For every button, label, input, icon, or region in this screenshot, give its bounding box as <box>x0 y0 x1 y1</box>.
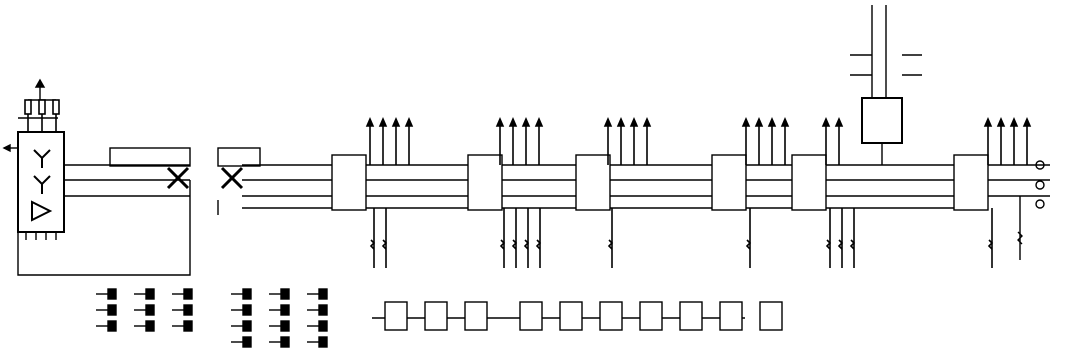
resistor-icon <box>38 99 46 115</box>
resistor-icon <box>24 99 32 115</box>
connector-icon <box>280 304 290 316</box>
connector-icon <box>242 320 252 332</box>
arrow-icon <box>404 116 414 127</box>
connector-1 <box>166 166 190 190</box>
module-box <box>679 301 703 331</box>
inductor-icon <box>381 239 388 250</box>
arrow-icon <box>629 116 639 127</box>
connector-icon <box>280 336 290 348</box>
ic-block-1 <box>331 154 367 211</box>
connector-icon <box>183 320 193 332</box>
arrow-icon <box>754 116 764 127</box>
connector-2 <box>220 166 244 190</box>
module-box <box>424 301 448 331</box>
arrow-icon <box>365 116 375 127</box>
module-box <box>719 301 743 331</box>
ic-block-3 <box>575 154 611 211</box>
module-box <box>639 301 663 331</box>
arrow-icon <box>521 116 531 127</box>
inductor-icon <box>511 239 518 250</box>
inductor-icon <box>837 239 844 250</box>
arrow-icon <box>495 116 505 127</box>
connector-icon <box>242 336 252 348</box>
arrow-icon <box>983 116 993 127</box>
connector-icon <box>107 320 117 332</box>
arrow-icon <box>642 116 652 127</box>
module-box <box>559 301 583 331</box>
module-box <box>519 301 543 331</box>
inductor-icon <box>987 239 994 250</box>
inductor-icon <box>369 239 376 250</box>
ic-block-4 <box>711 154 747 211</box>
top-resistor-stubs <box>365 116 1032 165</box>
arrow-icon <box>1022 116 1032 127</box>
inductor-icon <box>825 239 832 250</box>
connector-icon <box>242 288 252 300</box>
ic-block-6 <box>953 154 989 211</box>
arrow-icon <box>741 116 751 127</box>
arrow-icon <box>616 116 626 127</box>
arrow-icon <box>391 116 401 127</box>
connector-icon <box>318 320 328 332</box>
inductor-icon <box>607 239 614 250</box>
module-box <box>464 301 488 331</box>
arrow-icon <box>821 116 831 127</box>
bottom-resistor-stubs <box>369 208 994 268</box>
connector-icon <box>107 304 117 316</box>
inductor-icon <box>745 239 752 250</box>
inductor-icon <box>849 239 856 250</box>
input-arrow-icon <box>2 143 11 153</box>
connector-icon <box>318 288 328 300</box>
upper-module <box>861 97 903 144</box>
connector-icon <box>107 288 117 300</box>
arrow-icon <box>508 116 518 127</box>
connector-grid <box>96 288 328 348</box>
ic-block-2 <box>467 154 503 211</box>
connector-icon <box>183 304 193 316</box>
arrow-icon <box>603 116 613 127</box>
arrow-icon <box>834 116 844 127</box>
output-1 <box>1035 160 1045 170</box>
input-resistors <box>24 99 60 132</box>
amplifier-icon <box>31 200 53 222</box>
arrow-icon <box>1009 116 1019 127</box>
arrow-icon <box>996 116 1006 127</box>
feedback-loop-wire <box>17 180 191 276</box>
connector-icon <box>242 304 252 316</box>
inductor-icon <box>499 239 506 250</box>
top-arrow-icon <box>34 78 46 88</box>
output-3 <box>1035 199 1045 209</box>
arrow-icon <box>378 116 388 127</box>
resistor-icon <box>52 99 60 115</box>
connector-icon <box>318 304 328 316</box>
arrow-icon <box>780 116 790 127</box>
connector-icon <box>280 320 290 332</box>
output-2 <box>1035 180 1045 190</box>
connector-icon <box>183 288 193 300</box>
schematic-wiring <box>2 5 1050 319</box>
bridge-rect <box>109 147 191 167</box>
connector-icon <box>145 304 155 316</box>
module-box <box>759 301 783 331</box>
module-box <box>599 301 623 331</box>
bottom-module-row <box>384 301 783 331</box>
ic-block-5 <box>791 154 827 211</box>
arrow-icon <box>767 116 777 127</box>
inductor-icon <box>535 239 542 250</box>
inductor-icon <box>523 239 530 250</box>
arrow-icon <box>534 116 544 127</box>
connector-icon <box>318 336 328 348</box>
input-block <box>17 131 65 233</box>
connector-icon <box>145 320 155 332</box>
connector-icon <box>145 288 155 300</box>
module-box <box>384 301 408 331</box>
connector-icon <box>280 288 290 300</box>
